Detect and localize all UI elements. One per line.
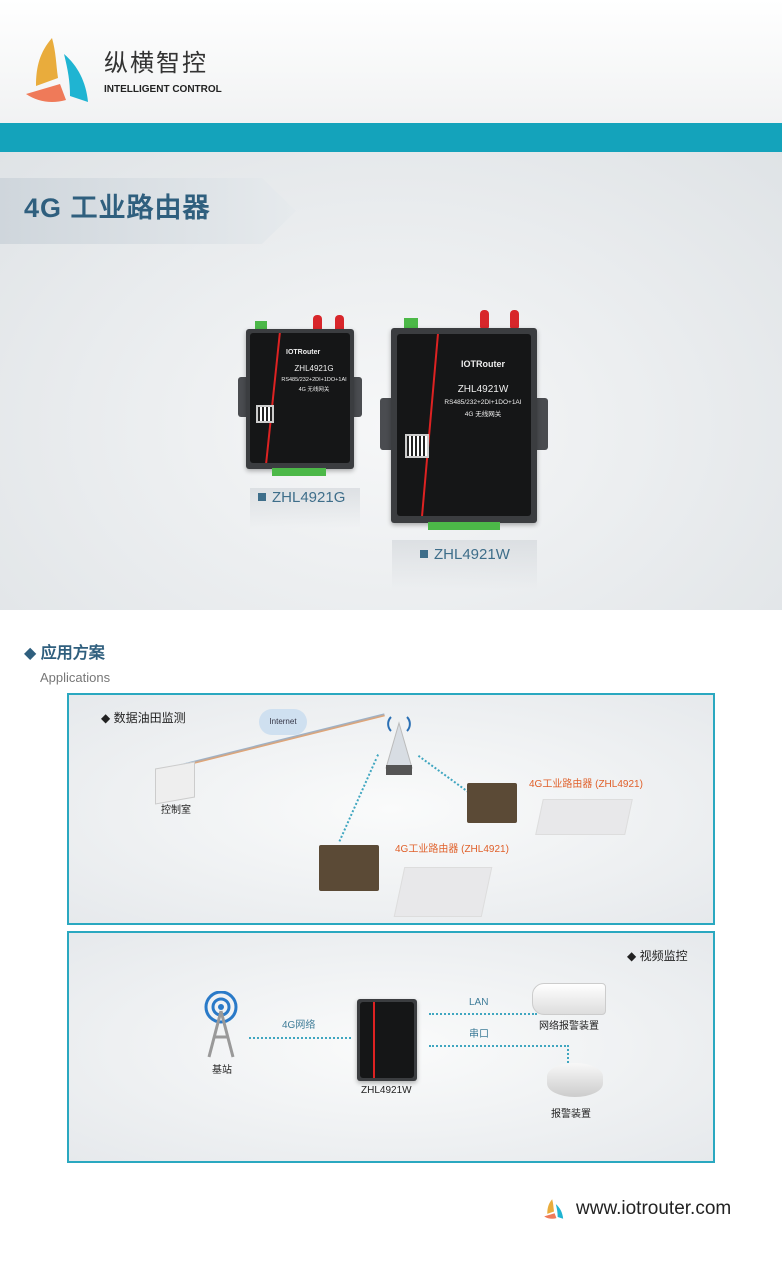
product-label-g: ZHL4921G xyxy=(258,489,345,507)
oil-pump-icon xyxy=(467,783,517,823)
brand-name-en: INTELLIGENT CONTROL xyxy=(104,84,222,95)
base-station-icon xyxy=(204,991,238,1058)
device-model: ZHL4921G xyxy=(294,364,334,373)
camera-label: 网络报警装置 xyxy=(539,1021,599,1032)
device-spec: RS485/232+2DI+1DO+1AI xyxy=(444,399,522,406)
control-room-icon xyxy=(155,761,195,805)
router-installation xyxy=(535,799,633,835)
tower-icon xyxy=(385,716,413,775)
4g-network-label: 4G网络 xyxy=(282,1020,316,1031)
base-station-label: 基站 xyxy=(212,1065,232,1076)
control-room-label: 控制室 xyxy=(161,805,191,816)
title-banner xyxy=(0,178,296,244)
oilfield-title: ◆ 数据油田监测 xyxy=(101,711,186,725)
footer-logo-icon xyxy=(544,1199,564,1219)
smoke-alarm-icon xyxy=(547,1063,603,1097)
oilfield-panel: ◆ 数据油田监测 Internet 控制室 4G工业路由器 (ZHL4921) … xyxy=(67,693,715,925)
product-zhl4921w: IOTRouter ZHL4921W RS485/232+2DI+1DO+1AI… xyxy=(380,310,550,535)
router-installation xyxy=(393,867,493,917)
router-device-icon xyxy=(357,999,417,1081)
product-label-w: ZHL4921W xyxy=(420,546,510,564)
applications-title: ◆ 应用方案 xyxy=(24,645,105,662)
brand-logo-icon xyxy=(26,38,88,102)
router-label-1: 4G工业路由器 (ZHL4921) xyxy=(529,779,643,790)
device-desc: 4G 无线网关 xyxy=(298,387,330,393)
brand-name-cn: 纵横智控 xyxy=(104,50,208,77)
device-brand: IOTRouter xyxy=(286,349,321,356)
device-spec: RS485/232+2DI+1DO+1AI xyxy=(281,377,347,383)
video-title: ◆ 视频监控 xyxy=(627,949,688,963)
device-label: ZHL4921W xyxy=(361,1085,412,1096)
page-title: 4G 工业路由器 xyxy=(24,193,211,223)
internet-cloud-icon: Internet xyxy=(259,709,307,735)
header xyxy=(0,0,782,123)
camera-icon xyxy=(532,983,606,1015)
router-label-2: 4G工业路由器 (ZHL4921) xyxy=(395,844,509,855)
video-panel: ◆ 视频监控 基站 4G网络 ZHL4921W LAN 串口 网络报警装置 报警… xyxy=(67,931,715,1163)
oil-pump-icon xyxy=(319,845,379,891)
website-link[interactable]: www.iotrouter.com xyxy=(576,1198,732,1219)
teal-band xyxy=(0,123,782,152)
applications-subtitle: Applications xyxy=(40,670,111,685)
device-model: ZHL4921W xyxy=(457,384,509,395)
product-zhl4921g: IOTRouter ZHL4921G RS485/232+2DI+1DO+1AI… xyxy=(238,315,363,485)
lan-label: LAN xyxy=(469,997,489,1008)
device-brand: IOTRouter xyxy=(461,359,505,369)
diamond-icon: ◆ xyxy=(24,645,37,662)
alarm-label: 报警装置 xyxy=(551,1109,591,1120)
device-desc: 4G 无线网关 xyxy=(464,411,502,418)
serial-label: 串口 xyxy=(469,1029,489,1040)
